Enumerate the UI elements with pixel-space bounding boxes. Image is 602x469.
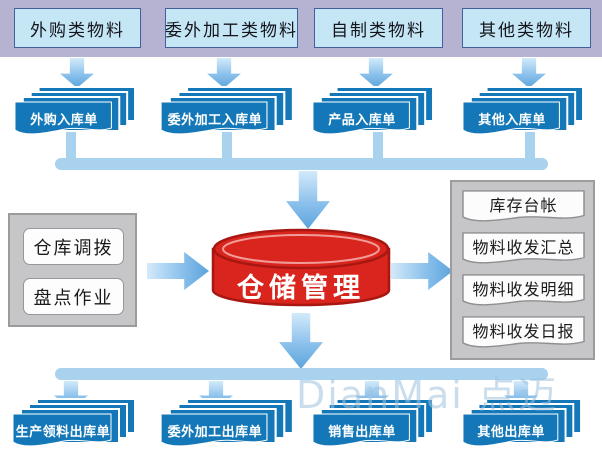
down-arrow-icon (512, 58, 546, 88)
doc-label: 其他入库单 (478, 112, 546, 128)
ops-box-transfer: 仓库调拨 (23, 228, 124, 265)
cylinder-icon (211, 228, 391, 307)
down-arrow-icon (359, 58, 393, 88)
inbound-doc-other: 其他入库单 (462, 86, 584, 138)
report-label: 物料收发汇总 (472, 238, 575, 258)
warehouse-management-cylinder: 仓储管理 (211, 228, 391, 314)
material-box-outsourced: 委外加工类物料 (165, 8, 298, 48)
material-box-other: 其他类物料 (462, 8, 591, 48)
watermark: DianMai 点迈 (296, 373, 558, 417)
document-stack-icon (160, 86, 294, 135)
report-doc-icon (462, 232, 585, 264)
report-doc-icon (462, 316, 585, 348)
report-inventory-ledger: 库存台帐 (462, 190, 585, 224)
document-stack-icon (312, 86, 434, 135)
down-arrow-icon (286, 171, 330, 229)
inbound-doc-product: 产品入库单 (312, 86, 434, 138)
report-doc-icon (462, 190, 585, 222)
material-box-selfmade: 自制类物料 (314, 8, 443, 48)
outbound-doc-production: 生产领料出库单 (12, 398, 136, 450)
report-label: 物料收发明细 (472, 280, 575, 300)
report-receipt-summary: 物料收发汇总 (462, 232, 585, 266)
cylinder-label: 仓储管理 (237, 273, 365, 304)
document-stack-icon (14, 86, 136, 135)
right-arrow-icon (147, 252, 209, 290)
connector-line (525, 130, 535, 160)
right-arrow-icon (391, 252, 453, 290)
down-arrow-icon (279, 313, 323, 369)
doc-label: 委外加工出库单 (167, 424, 263, 440)
ops-box-stocktake: 盘点作业 (23, 278, 124, 315)
inbound-doc-purchase: 外购入库单 (14, 86, 136, 138)
document-stack-icon (160, 398, 294, 447)
document-stack-icon (12, 398, 136, 447)
doc-label: 生产领料出库单 (15, 424, 111, 440)
outbound-doc-other: 其他出库单 (462, 398, 582, 450)
doc-label: 外购入库单 (30, 112, 98, 128)
reports-panel: 库存台帐 物料收发汇总 物料收发明细 物料收发日报 (450, 180, 595, 360)
doc-label: 其他出库单 (477, 424, 545, 440)
bottom-bus-bar (55, 368, 548, 380)
material-box-purchased: 外购类物料 (14, 8, 141, 48)
document-stack-icon (462, 398, 582, 447)
document-stack-icon (312, 398, 434, 447)
top-bus-bar (55, 158, 548, 170)
report-receipt-daily: 物料收发日报 (462, 316, 585, 350)
doc-label: 销售出库单 (328, 424, 396, 440)
doc-label: 委外加工入库单 (167, 112, 263, 128)
inbound-doc-outsourced: 委外加工入库单 (160, 86, 294, 138)
warehouse-ops-panel: 仓库调拨 盘点作业 (8, 213, 137, 327)
document-stack-icon (462, 86, 584, 135)
down-arrow-icon (207, 58, 241, 88)
outbound-doc-sales: 销售出库单 (312, 398, 434, 450)
connector-line (222, 130, 232, 160)
connector-line (373, 130, 383, 160)
report-doc-icon (462, 274, 585, 306)
report-label: 物料收发日报 (472, 322, 575, 342)
connector-line (66, 130, 76, 160)
report-receipt-detail: 物料收发明细 (462, 274, 585, 308)
doc-label: 产品入库单 (328, 112, 396, 128)
report-label: 库存台帐 (489, 196, 558, 216)
outbound-doc-outsourced: 委外加工出库单 (160, 398, 294, 450)
down-arrow-icon (60, 58, 94, 88)
